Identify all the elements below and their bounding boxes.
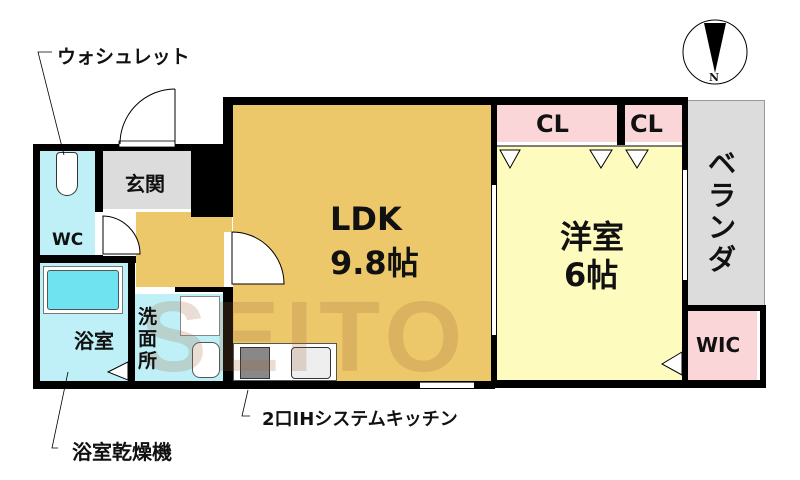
outer-wall-bottom [33, 381, 495, 389]
outer-wall-bottom-right [491, 380, 766, 388]
western-room-name: 洋室 [560, 218, 625, 256]
entrance-label: 玄関 [125, 172, 165, 196]
outer-wall-left [33, 144, 40, 388]
compass-north-label: N [709, 71, 720, 84]
wall-wc-right [95, 144, 103, 212]
ldk-size: 9.8帖 [330, 244, 419, 282]
wic-label: WIC [696, 333, 741, 357]
wall-wash-top [175, 287, 233, 292]
wall-wic-right [760, 305, 766, 388]
window-ldk-bottom [420, 382, 474, 388]
wic-floor [687, 310, 757, 380]
wc-label: WC [52, 230, 84, 250]
washroom-label: 洗面所 [138, 306, 158, 372]
veranda-label: ベランダ [708, 147, 737, 276]
western-room-size: 6帖 [564, 256, 619, 294]
closet1-label: CL [536, 110, 569, 138]
outer-wall-top-main [223, 97, 686, 105]
wall-closet-divider [617, 97, 625, 145]
outer-wall-top-left [33, 144, 233, 151]
wash-basin [192, 342, 220, 378]
bath-label: 浴室 [74, 329, 114, 353]
veranda-floor [687, 100, 765, 310]
kitchen-annotation: 2口IHシステムキッチン [262, 409, 458, 430]
washlet-annotation: ウォシュレット [57, 46, 190, 68]
wall-ldk-left-upper [223, 97, 233, 217]
wall-wc-bath [33, 255, 136, 263]
kitchen-sink [291, 347, 331, 379]
closet2-floor [625, 104, 682, 142]
bath-dryer-annotation: 浴室乾燥機 [72, 440, 172, 464]
western-room-floor [497, 146, 682, 380]
toilet [56, 152, 78, 196]
window-western-left [492, 185, 496, 335]
ldk-name: LDK [330, 200, 402, 238]
entrance-floor [103, 150, 191, 209]
hallway-floor [136, 212, 232, 287]
wall-bath-wash [128, 255, 135, 385]
wall-ldk-left-lower [223, 287, 233, 383]
washing-machine-space [180, 296, 220, 336]
wall-wic-top [682, 305, 766, 311]
closet2-label: CL [630, 110, 663, 138]
ih-cooktop [240, 347, 270, 379]
bathtub-basin [47, 270, 119, 310]
watermark: SEITO [140, 281, 469, 393]
wall-entrance-right [191, 144, 223, 217]
closet1-floor [497, 104, 617, 142]
window-veranda [683, 170, 687, 280]
ldk-floor [233, 104, 491, 382]
